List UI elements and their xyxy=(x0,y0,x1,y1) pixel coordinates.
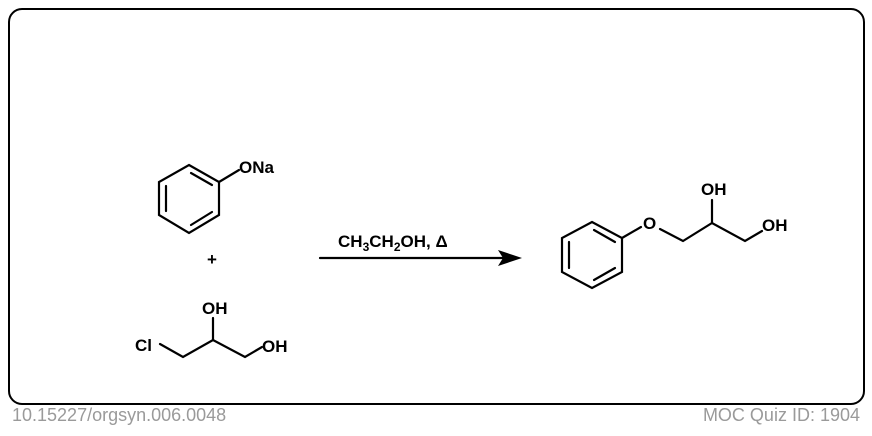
plus-sign: + xyxy=(207,250,217,269)
doi-text: 10.15227/orgsyn.006.0048 xyxy=(12,405,227,425)
conditions-label: CH3CH2OH, Δ xyxy=(338,232,448,254)
product-oh-top-label: OH xyxy=(701,180,727,199)
oh-right-label: OH xyxy=(262,337,288,356)
product-structure xyxy=(560,198,764,290)
frame xyxy=(8,8,865,405)
cl-label: Cl xyxy=(135,336,152,355)
ona-label: ONa xyxy=(239,158,275,177)
phenoxide-structure xyxy=(157,163,241,235)
chlorohydrin-structure xyxy=(158,316,264,359)
ether-o-label: O xyxy=(643,214,656,233)
product-oh-right-label: OH xyxy=(762,216,788,235)
quiz-id-text: MOC Quiz ID: 1904 xyxy=(702,405,860,425)
arrowhead xyxy=(498,250,522,266)
oh-top-label: OH xyxy=(202,299,228,318)
